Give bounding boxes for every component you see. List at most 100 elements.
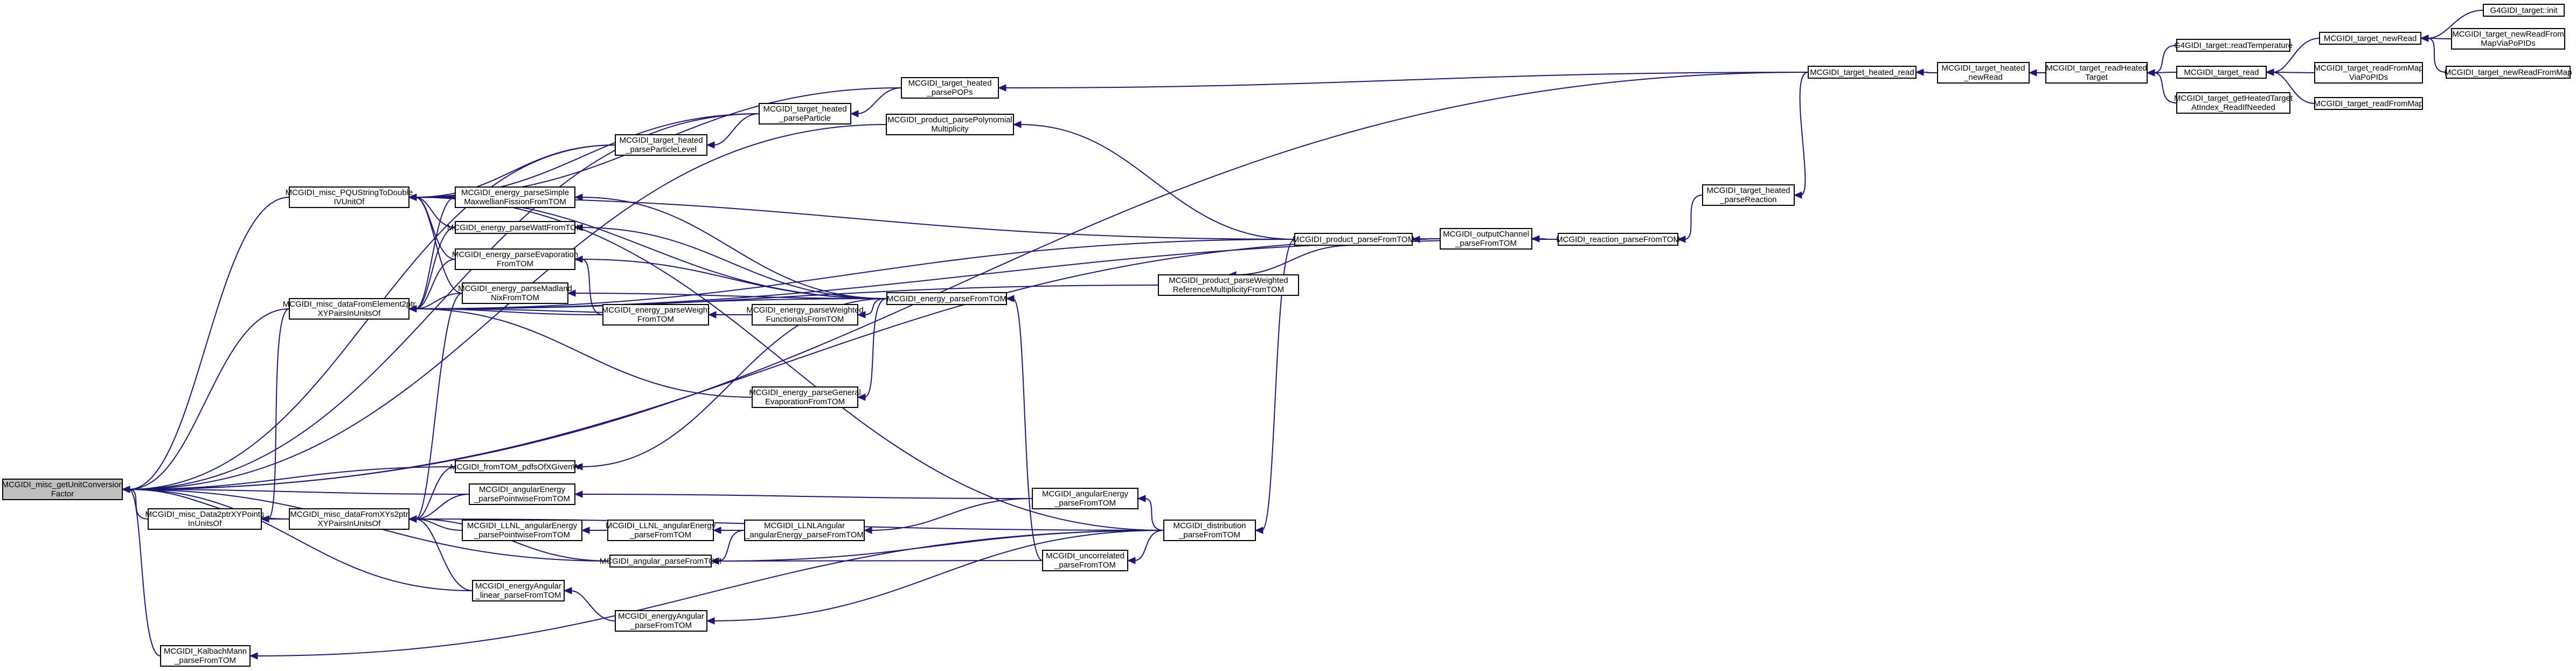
graph-node[interactable]: MCGIDI_target_heated_parsePOPs: [901, 77, 999, 99]
call-edge: [415, 113, 760, 198]
graph-node[interactable]: MCGIDI_reaction_parseFromTOM: [1556, 233, 1680, 246]
graph-node[interactable]: MCGIDI_angularEnergy_parsePointwiseFromT…: [469, 483, 575, 505]
arrowhead-icon: [863, 527, 872, 534]
call-edge: [128, 489, 473, 591]
call-edge: [415, 197, 463, 294]
graph-node[interactable]: MCGIDI_uncorrelated_parseFromTOM: [1042, 550, 1128, 571]
graph-node[interactable]: MCGIDI_target_newRead: [2319, 32, 2421, 45]
call-edge: [857, 87, 902, 114]
arrowhead-icon: [1254, 527, 1263, 534]
arrowhead-icon: [574, 463, 583, 471]
graph-node[interactable]: MCGIDI_target_newReadFromMap: [2445, 66, 2572, 79]
graph-node[interactable]: MCGIDI_target_heated_parseParticleLevel: [615, 134, 707, 156]
svg-text:MCGIDI_angularEnergy_parseFrom: MCGIDI_angularEnergy_parseFromTOM: [1042, 489, 1129, 508]
arrowhead-icon: [1005, 295, 1015, 302]
svg-text:MCGIDI_target_heated_parseReac: MCGIDI_target_heated_parseReaction: [1706, 186, 1790, 204]
graph-node[interactable]: MCGIDI_outputChannel_parseFromTOM: [1440, 228, 1532, 250]
arrowhead-icon: [2028, 69, 2037, 77]
call-edge: [415, 308, 753, 398]
svg-text:MCGIDI_target_readFromMap: MCGIDI_target_readFromMap: [2314, 99, 2423, 108]
graph-node[interactable]: MCGIDI_product_parseFromTOM: [1293, 233, 1414, 246]
arrowhead-icon: [857, 393, 866, 401]
arrowhead-icon: [710, 557, 719, 565]
call-edges: [121, 10, 2484, 660]
arrowhead-icon: [2146, 69, 2155, 77]
call-edge: [581, 227, 887, 299]
call-edge: [1922, 72, 1938, 73]
arrowhead-icon: [706, 617, 715, 625]
graph-node[interactable]: MCGIDI_energy_parseFromTOM: [886, 292, 1007, 305]
call-edge: [415, 197, 456, 228]
call-edge: [864, 298, 887, 315]
arrowhead-icon: [850, 110, 859, 117]
graph-node[interactable]: MCGIDI_KalbachMann_parseFromTOM: [160, 645, 251, 667]
svg-text:MCGIDI_uncorrelated_parseFromT: MCGIDI_uncorrelated_parseFromTOM: [1046, 551, 1124, 570]
call-edge: [415, 239, 1295, 309]
call-edge: [128, 197, 290, 490]
graph-node[interactable]: MCGIDI_LLNLAngular_angularEnergy_parseFr…: [744, 520, 865, 541]
call-edge: [1019, 124, 1295, 240]
graph-node[interactable]: G4GIDI_target::readTemperature: [2174, 39, 2293, 52]
svg-text:MCGIDI_LLNL_angularEnergy_pars: MCGIDI_LLNL_angularEnergy_parsePointwise…: [467, 521, 578, 539]
svg-text:MCGIDI_energy_parseFromTOM: MCGIDI_energy_parseFromTOM: [887, 294, 1006, 303]
svg-text:MCGIDI_outputChannel_parseFrom: MCGIDI_outputChannel_parseFromTOM: [1443, 230, 1529, 248]
call-edge: [2272, 38, 2320, 73]
call-edge: [1261, 239, 1295, 531]
graph-node[interactable]: MCGIDI_target_heated_read: [1808, 66, 1917, 79]
graph-node[interactable]: MCGIDI_LLNL_angularEnergy_parsePointwise…: [462, 520, 582, 541]
graph-node[interactable]: G4GIDI_target::init: [2483, 4, 2565, 17]
graph-node[interactable]: MCGIDI_energyAngular_parseFromTOM: [615, 610, 707, 632]
graph-node[interactable]: MCGIDI_target_heated_newRead: [1937, 62, 2030, 84]
call-edge: [2427, 38, 2447, 73]
svg-text:MCGIDI_target_heated_parsePart: MCGIDI_target_heated_parseParticle: [763, 105, 846, 123]
call-edge: [870, 498, 1033, 531]
call-edge: [713, 113, 760, 146]
call-edge: [2427, 10, 2484, 39]
graph-node[interactable]: MCGIDI_fromTOM_pdfsOfXGivenW: [450, 460, 581, 473]
svg-text:MCGIDI_LLNLAngular_angularEner: MCGIDI_LLNLAngular_angularEnergy_parseFr…: [745, 521, 864, 539]
graph-node[interactable]: MCGIDI_target_readFromMap: [2314, 97, 2424, 110]
arrowhead-icon: [1531, 235, 1540, 243]
graph-node[interactable]: MCGIDI_distribution_parseFromTOM: [1163, 520, 1256, 541]
graph-node[interactable]: MCGIDI_energy_parseWattFromTOM: [447, 221, 584, 234]
svg-text:G4GIDI_target::init: G4GIDI_target::init: [2490, 6, 2558, 15]
graph-node[interactable]: MCGIDI_target_heated_parseParticle: [759, 103, 851, 124]
svg-text:MCGIDI_misc_dataFromElement2pt: MCGIDI_misc_dataFromElement2ptrXYPairsIn…: [283, 300, 416, 318]
graph-node[interactable]: MCGIDI_target_read: [2176, 66, 2267, 79]
call-edge: [267, 308, 290, 520]
arrowhead-icon: [249, 652, 258, 660]
graph-node[interactable]: MCGIDI_energyAngular_linear_parseFromTOM: [472, 580, 565, 601]
graph-node[interactable]: MCGIDI_angular_parseFromTOM: [600, 555, 721, 568]
graph-node[interactable]: MCGIDI_angularEnergy_parseFromTOM: [1032, 488, 1138, 509]
arrowhead-icon: [707, 311, 717, 319]
arrowhead-icon: [260, 515, 269, 523]
graph-node[interactable]: MCGIDI_LLNL_angularEnergy_parseFromTOM: [606, 520, 716, 541]
arrowhead-icon: [997, 84, 1006, 92]
call-edge: [2427, 38, 2452, 39]
graph-node[interactable]: MCGIDI_target_heated_parseReaction: [1702, 184, 1795, 206]
